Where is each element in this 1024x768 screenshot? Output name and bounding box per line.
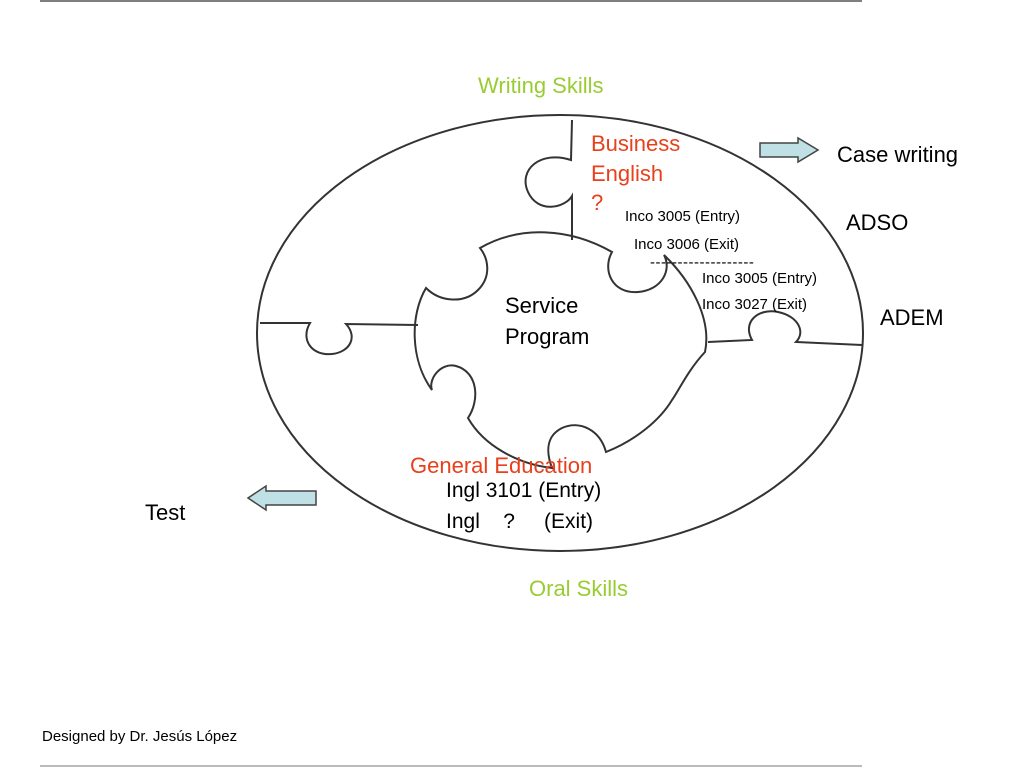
service-line2: Program (505, 323, 590, 349)
service-program-label: Service Program (505, 291, 589, 353)
service-line1: Service (505, 293, 579, 318)
business-line3: ? (591, 190, 604, 216)
top-divider (524, 119, 573, 240)
adso-entry: Inco 3005 (Entry) (625, 208, 741, 225)
adem-exit: Inco 3027 (Exit) (702, 296, 808, 313)
left-arrow-icon (246, 484, 317, 512)
right-divider (707, 310, 863, 346)
divider-dashes: ------------------- (650, 254, 755, 271)
ingl-entry: Ingl 3101 (Entry) (446, 479, 602, 502)
ingl-exit: Ingl ? (Exit) (446, 510, 594, 533)
business-line1: Business (591, 131, 681, 156)
business-line2: English (591, 160, 664, 186)
case-writing-label: Case writing (837, 142, 959, 167)
service-program-piece (413, 231, 708, 470)
outer-ring (256, 114, 864, 552)
left-divider (260, 322, 419, 356)
adso-label: ADSO (846, 210, 909, 235)
adem-label: ADEM (880, 305, 944, 330)
writing-skills-label: Writing Skills (478, 73, 604, 98)
adem-entry: Inco 3005 (Entry) (702, 270, 818, 287)
business-english-label: Business English ? (591, 129, 680, 218)
footer-credit: Designed by Dr. Jesús López (42, 728, 238, 745)
test-label: Test (145, 500, 186, 525)
adso-exit: Inco 3006 (Exit) (634, 236, 740, 253)
oral-skills-label: Oral Skills (529, 576, 629, 601)
general-education-label: General Education (410, 453, 593, 478)
right-arrow-icon (759, 136, 820, 164)
